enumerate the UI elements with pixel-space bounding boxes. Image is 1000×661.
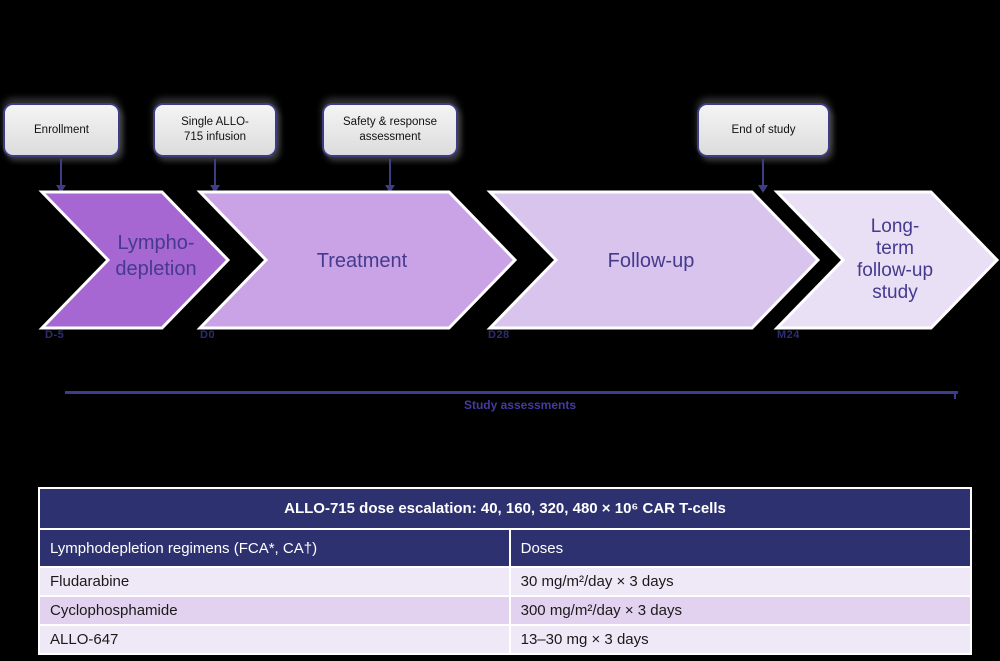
connector-arrowhead-safety [385,185,395,193]
table-title-row: ALLO-715 dose escalation: 40, 160, 320, … [40,489,970,528]
phase-arrow-lymphodepletion [38,190,231,330]
study-assessment-span-line [65,391,958,399]
table-header-row: Lymphodepletion regimens (FCA*, CA†) Dos… [40,530,970,566]
cell-dose: 30 mg/m²/day × 3 days [510,568,970,595]
connector-line-enrollment [60,159,62,186]
timepoint-longterm: M24 [777,329,800,341]
connector-arrowhead-infusion [210,185,220,193]
phase-arrow-followup [486,190,821,330]
callout-enrollment: Enrollment [3,103,120,157]
table-title: ALLO-715 dose escalation: 40, 160, 320, … [40,489,970,528]
phase-arrow-longterm [773,190,1000,330]
span-line-end-tick [954,391,956,399]
connector-line-infusion [214,159,216,186]
timepoint-followup: D28 [488,329,510,341]
study-assessment-label: Study assessments [463,398,577,412]
timepoint-treatment: D0 [200,329,216,341]
phase-arrow-treatment [196,190,518,330]
cell-regimen: Fludarabine [40,568,509,595]
cell-regimen: ALLO-647 [40,626,509,653]
column-header-regimens: Lymphodepletion regimens (FCA*, CA†) [40,530,509,566]
callout-safety-response-label: Safety & response assessment [343,116,437,143]
phase-label-longterm: Long- term follow-up study [856,216,934,303]
callout-infusion-label: Single ALLO- 715 infusion [181,116,249,143]
cell-regimen: Cyclophosphamide [40,597,509,624]
callout-end-of-study: End of study [697,103,830,157]
connector-arrowhead-end-of-study [758,185,768,193]
cell-dose: 300 mg/m²/day × 3 days [510,597,970,624]
phase-arrows [38,190,1000,330]
table-row: Cyclophosphamide 300 mg/m²/day × 3 days [40,597,970,624]
callout-safety-response: Safety & response assessment [322,103,458,157]
connector-arrowhead-enrollment [56,185,66,193]
timepoint-lymphodepletion: D-5 [45,329,65,341]
connector-line-safety [389,159,391,186]
callout-enrollment-label: Enrollment [34,123,89,136]
phase-label-followup: Follow-up [607,250,695,272]
table-row: Fludarabine 30 mg/m²/day × 3 days [40,568,970,595]
connector-line-end-of-study [762,159,764,186]
phase-label-treatment: Treatment [316,250,408,272]
callout-end-of-study-label: End of study [731,123,796,136]
phase-label-lymphodepletion: Lympho- depletion [115,232,197,280]
column-header-doses: Doses [510,530,970,566]
cell-dose: 13–30 mg × 3 days [510,626,970,653]
dose-table: ALLO-715 dose escalation: 40, 160, 320, … [38,487,972,655]
table-row: ALLO-647 13–30 mg × 3 days [40,626,970,653]
callout-infusion: Single ALLO- 715 infusion [153,103,277,157]
